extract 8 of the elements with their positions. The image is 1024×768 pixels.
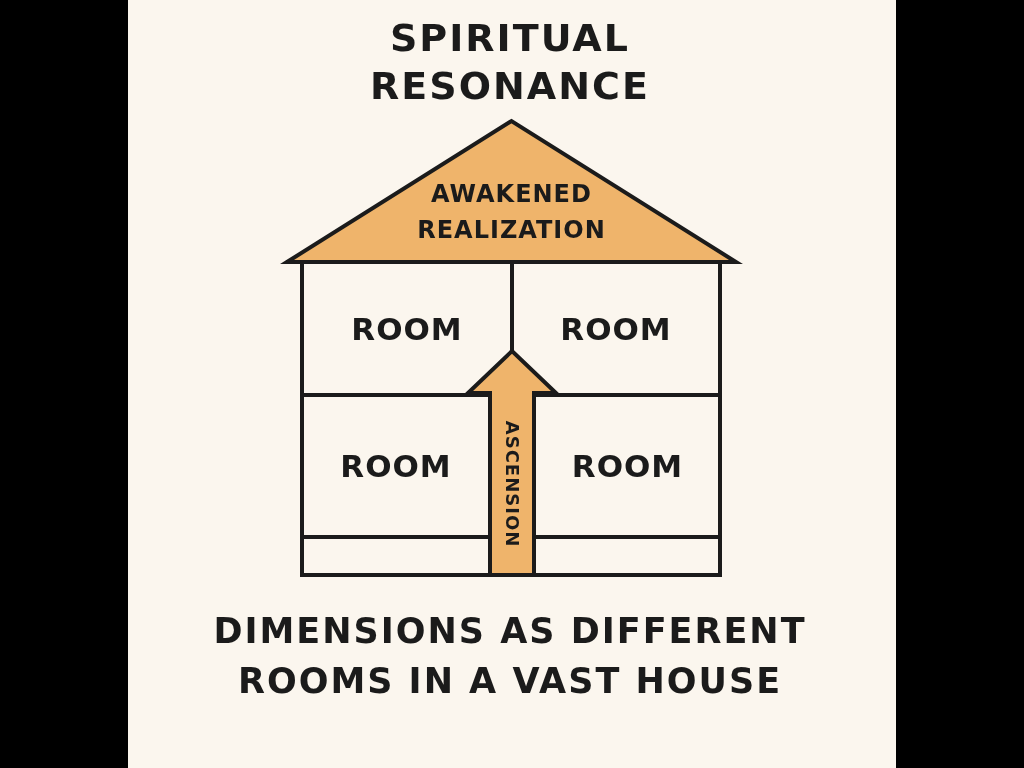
room-label: ROOM — [559, 309, 673, 349]
room-label: ROOM — [350, 309, 464, 349]
room-label: ROOM — [570, 447, 685, 486]
roof-label: AWAKENED REALIZATION — [416, 179, 607, 246]
title: SPIRITUAL RESONANCE — [369, 15, 651, 110]
caption: DIMENSIONS AS DIFFERENT ROOMS IN A VAST HOUSE — [212, 610, 808, 703]
arrow-label: ASCENSION — [501, 419, 523, 550]
room-label: ROOM — [339, 447, 453, 486]
